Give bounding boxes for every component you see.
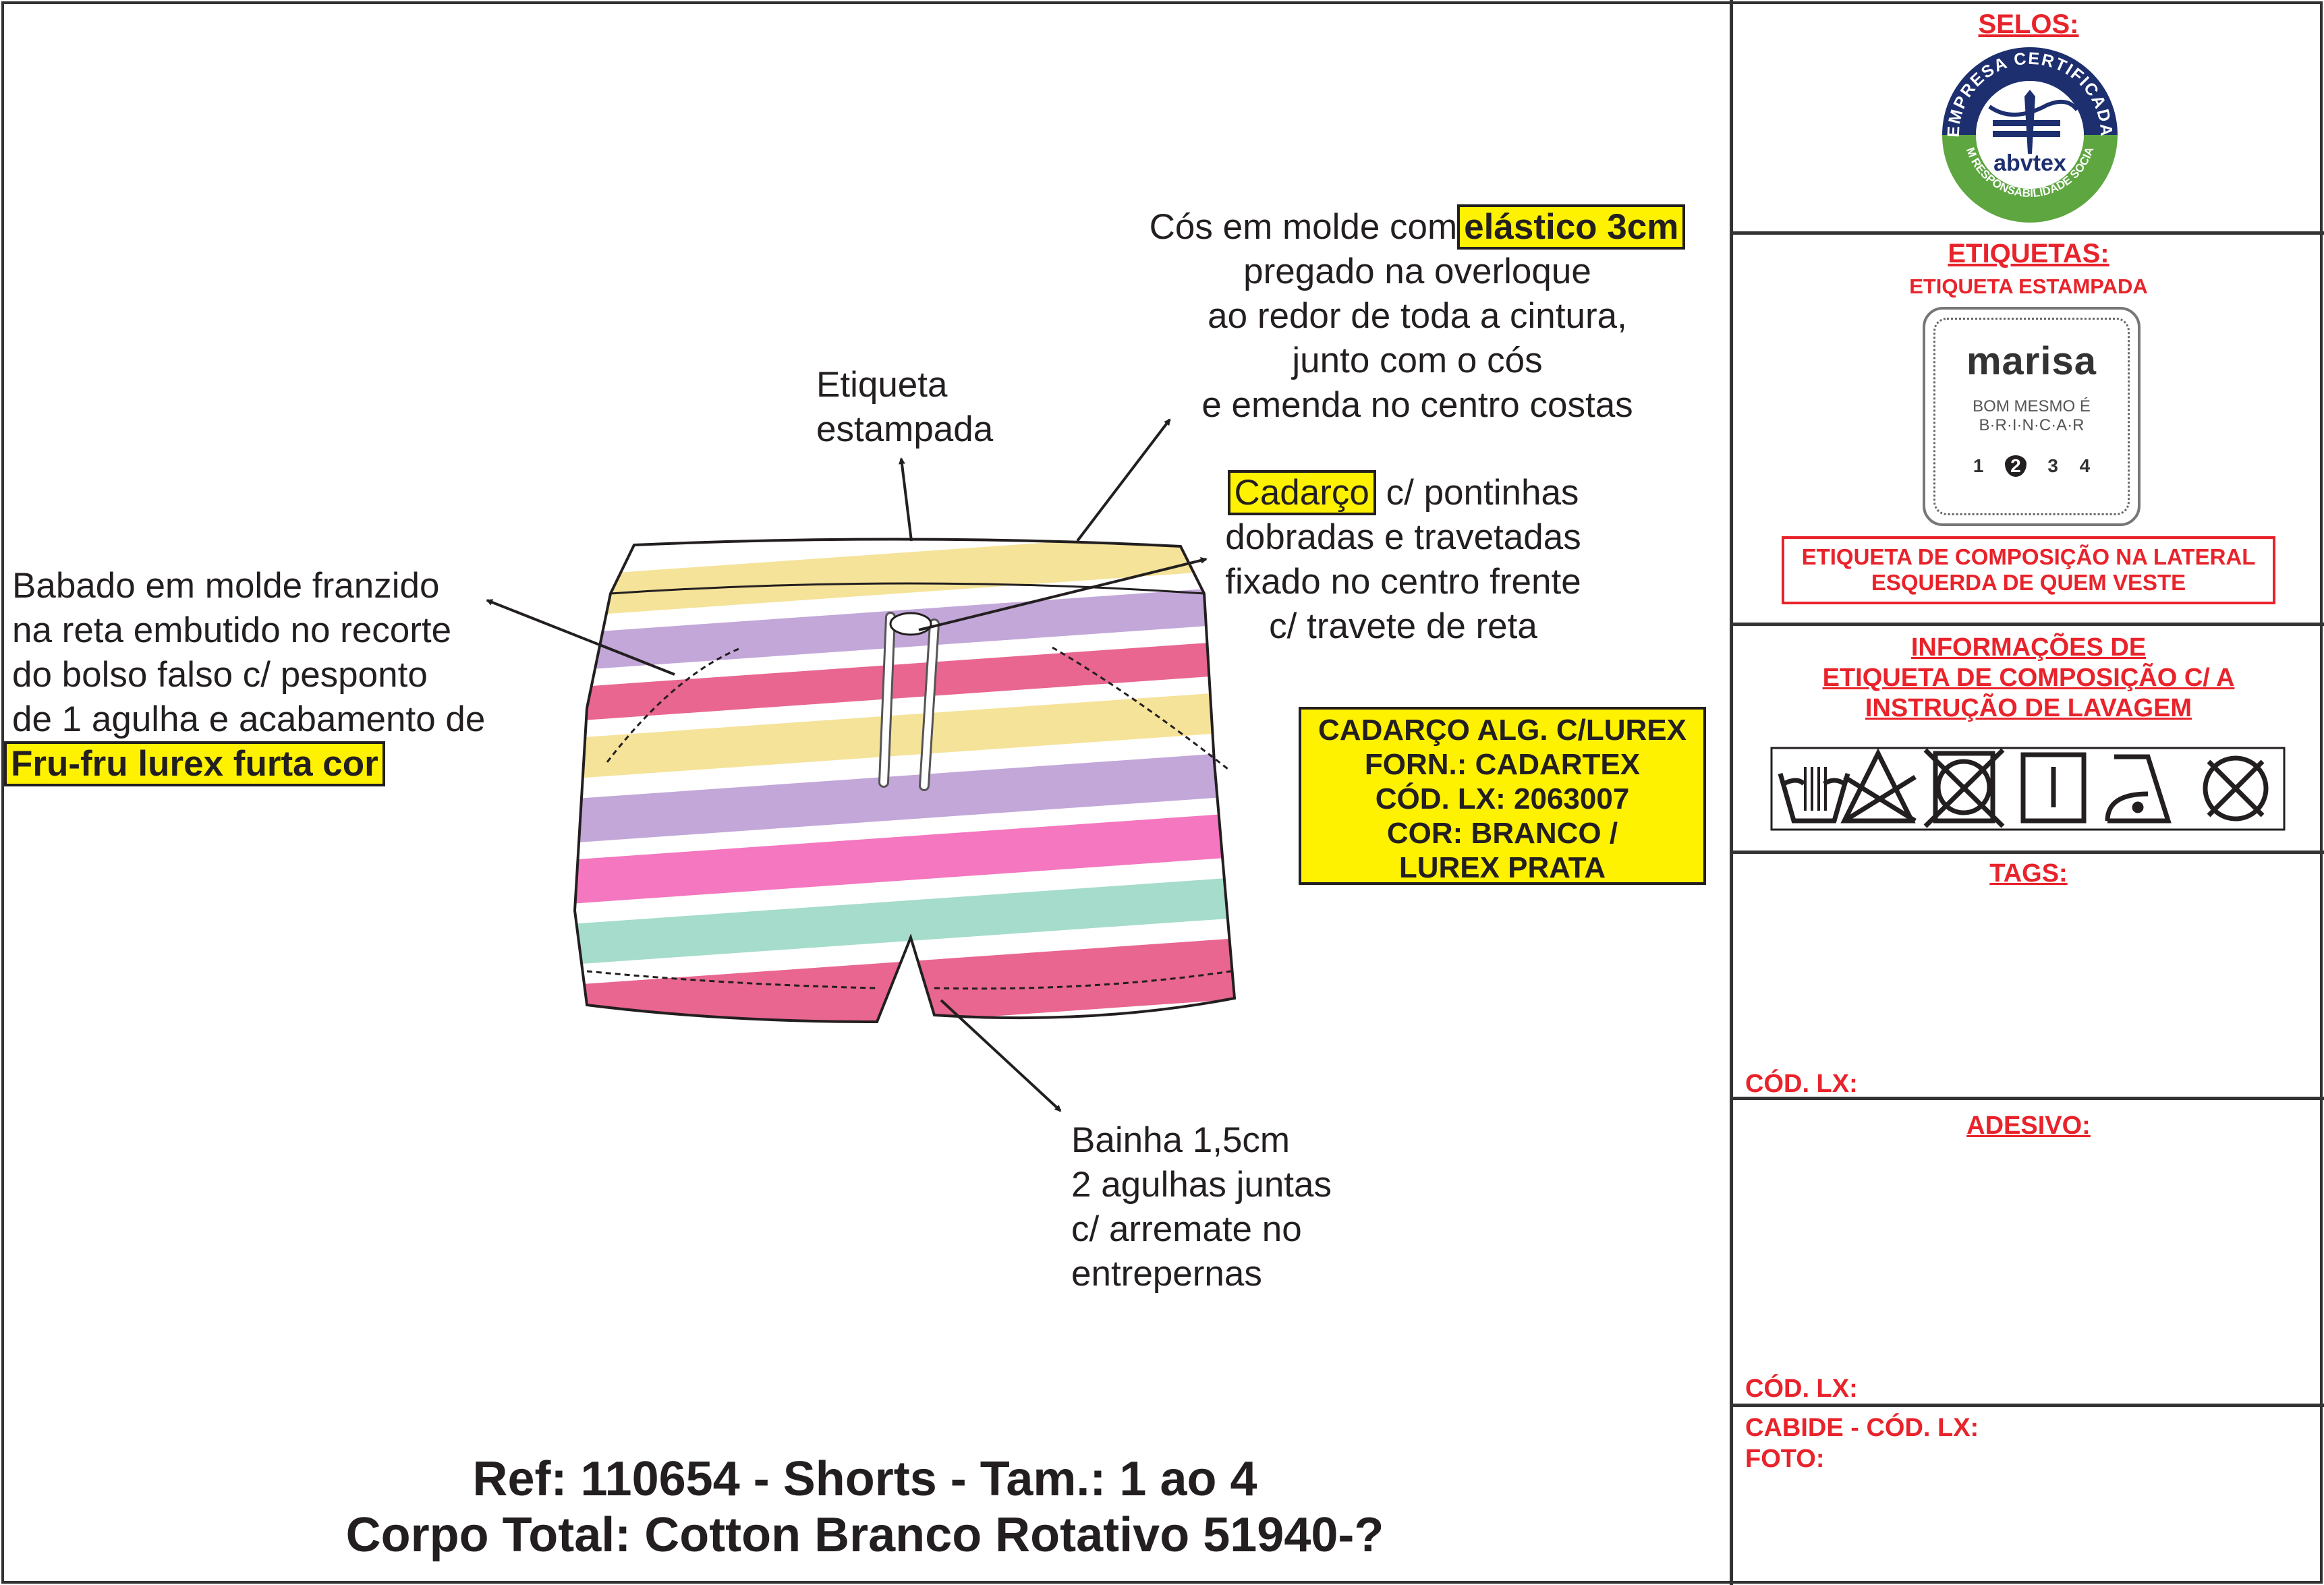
highlight: Cadarço: [1227, 470, 1376, 515]
text: Cós em molde com: [1149, 207, 1458, 247]
adesivo-heading: ADESIVO:: [1966, 1112, 2091, 1140]
care-symbols: [1770, 747, 2286, 831]
right-pocket-seam: [1052, 646, 1228, 770]
no-bleach-icon: [1840, 748, 1917, 824]
text: INSTRUÇÃO DE LAVAGEM: [1865, 694, 2192, 722]
hem-stitch: [586, 970, 1232, 990]
size-selected: 2: [2005, 455, 2027, 477]
text: CADARÇO ALG. C/LUREX: [1318, 714, 1687, 747]
drawstring-spec-box: CADARÇO ALG. C/LUREX FORN.: CADARTEX CÓD…: [1299, 707, 1706, 885]
size: 3: [2047, 455, 2058, 476]
left-pocket-seam: [606, 646, 743, 763]
text: entrepernas: [1071, 1254, 1262, 1294]
text: Bainha 1,5cm: [1071, 1120, 1291, 1160]
iron-low-icon: [2105, 754, 2172, 824]
brand-logo: marisa: [1966, 339, 2097, 383]
text: COR: BRANCO /: [1386, 817, 1618, 850]
text: Babado em molde franzido: [12, 566, 440, 606]
text: ESQUERDA DE QUEM VESTE: [1871, 570, 2186, 595]
text: CÓD. LX: 2063007: [1375, 782, 1630, 815]
size-row: 1 2 3 4: [1935, 455, 2128, 477]
text: c/ travete de reta: [1269, 606, 1537, 646]
text: ETIQUETA DE COMPOSIÇÃO NA LATERAL: [1801, 544, 2256, 569]
no-tumble-dry-icon: [1923, 748, 2005, 828]
fabric-title: Corpo Total: Cotton Branco Rotativo 5194…: [345, 1508, 1384, 1562]
annotation-arrows: [486, 418, 1208, 1112]
photo-label: FOTO:: [1745, 1445, 1825, 1473]
text: 2 agulhas juntas: [1071, 1165, 1332, 1205]
tagline: BOM MESMO É: [1973, 397, 2091, 415]
hand-wash-icon: [1778, 767, 1850, 824]
highlight: Fru-fru lurex furta cor: [4, 741, 385, 786]
text: e emenda no centro costas: [1201, 385, 1633, 425]
text: Etiqueta: [816, 365, 948, 405]
divider: [1733, 231, 2324, 235]
abvtex-seal: EMPRESA CERTIFICADA EM RESPONSABILIDADE …: [1939, 46, 2118, 223]
selos-heading: SELOS:: [1978, 9, 2079, 39]
printed-label: marisa BOM MESMO É B·R·I·N·C·A·R 1 2 3 4: [1923, 307, 2141, 526]
text: ETIQUETA DE COMPOSIÇÃO C/ A: [1822, 664, 2235, 692]
text: junto com o cós: [1292, 341, 1543, 380]
divider: [1733, 1404, 2324, 1407]
text: de 1 agulha e acabamento de: [12, 699, 486, 739]
text: INFORMAÇÕES DE: [1910, 633, 2147, 662]
text: dobradas e travetadas: [1225, 517, 1581, 557]
cabide-code-label: CABIDE - CÓD. LX:: [1745, 1414, 1979, 1442]
text: c/ pontinhas: [1376, 473, 1579, 513]
etiquetas-sub: ETIQUETA ESTAMPADA: [1909, 275, 2148, 298]
spec-panel: SELOS: EMPRESA CERTIFICADA EM RESPONSABI…: [1730, 0, 2324, 1585]
text: ao redor de toda a cintura,: [1208, 296, 1627, 336]
divider: [1733, 1097, 2324, 1100]
composition-note: ETIQUETA DE COMPOSIÇÃO NA LATERAL ESQUER…: [1782, 536, 2275, 604]
size: 4: [2079, 455, 2091, 476]
text: fixado no centro frente: [1225, 562, 1581, 602]
text: FORN.: CADARTEX: [1364, 748, 1641, 781]
shorts-illustration: [486, 418, 1237, 1112]
divider: [1733, 851, 2324, 854]
text: pregado na overloque: [1243, 252, 1591, 291]
no-dry-clean-icon: [2203, 755, 2269, 822]
seal-brand: abvtex: [1993, 150, 2066, 176]
hem-annotation: Bainha 1,5cm 2 agulhas juntas c/ arremat…: [1071, 1118, 1332, 1296]
waistband-seam: [610, 582, 1205, 595]
ruffle-annotation: Babado em molde franzido na reta embutid…: [4, 564, 486, 786]
drawstring-annotation: Cadarço c/ pontinhas dobradas e travetad…: [1201, 470, 1606, 649]
highlight: elástico 3cm: [1457, 204, 1686, 250]
divider: [1733, 623, 2324, 626]
line-dry-icon: [2020, 752, 2087, 824]
size: 1: [1973, 455, 1984, 476]
text: do bolso falso c/ pesponto: [12, 655, 428, 695]
text: LUREX PRATA: [1398, 851, 1606, 884]
adesivo-code-label: CÓD. LX:: [1745, 1375, 1858, 1403]
care-info-heading: INFORMAÇÕES DE ETIQUETA DE COMPOSIÇÃO C/…: [1733, 633, 2324, 724]
text: estampada: [816, 409, 994, 449]
text: c/ arremate no: [1071, 1209, 1302, 1249]
label-annotation: Etiqueta estampada: [816, 363, 993, 452]
tags-code-label: CÓD. LX:: [1745, 1070, 1858, 1098]
text: na reta embutido no recorte: [12, 610, 452, 650]
tagline: B·R·I·N·C·A·R: [1979, 416, 2085, 434]
tags-heading: TAGS:: [1989, 859, 2068, 888]
etiquetas-heading: ETIQUETAS:: [1948, 239, 2109, 268]
reference-title: Ref: 110654 - Shorts - Tam.: 1 ao 4: [472, 1452, 1257, 1506]
